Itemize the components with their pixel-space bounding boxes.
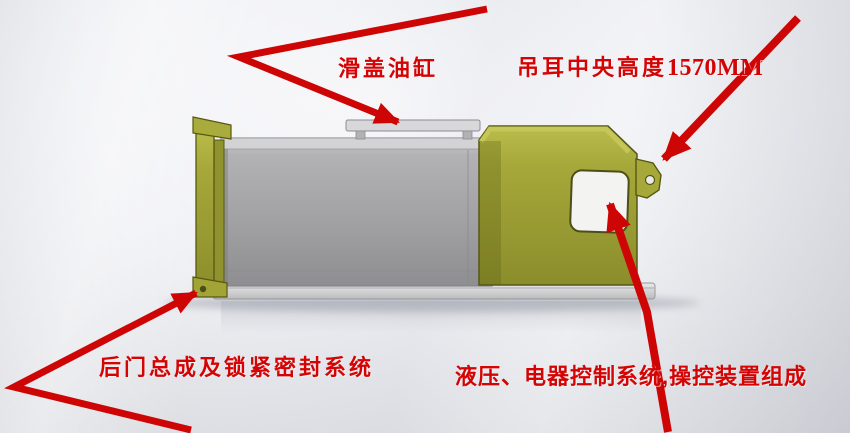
rail-support-right xyxy=(462,130,473,140)
rear-door-post xyxy=(195,127,215,293)
container-top-rail xyxy=(220,137,493,150)
arrow-rear-door-leader xyxy=(4,289,198,433)
rear-bottom-bracket-pin xyxy=(199,285,207,293)
label-slide-cylinder: 滑盖油缸 xyxy=(338,56,439,81)
front-housing-left-shade xyxy=(479,141,501,285)
label-hydraulic: 液压、电器控制系统,操控装置组成 xyxy=(455,364,808,389)
rear-bottom-bracket xyxy=(192,276,228,298)
machine xyxy=(192,116,662,300)
lifting-lug-hole xyxy=(644,174,656,186)
rear-top-bracket xyxy=(192,116,232,140)
front-housing-top-highlight xyxy=(478,126,631,154)
arrow-lifting-lug-leader xyxy=(661,15,801,162)
arrow-slide-cylinder-leader xyxy=(226,5,488,126)
label-rear-door: 后门总成及锁紧密封系统 xyxy=(99,355,375,380)
rail-support-left xyxy=(355,130,366,140)
annotation-arrows xyxy=(4,5,801,433)
arrow-hydraulic-leader xyxy=(606,201,672,433)
label-lifting-lug: 吊耳中央高度1570MM xyxy=(517,50,763,82)
label-lifting-lug-text: 吊耳中央高度 xyxy=(517,55,668,80)
slide-cover-rail xyxy=(345,119,481,132)
ground-reflection xyxy=(221,301,641,333)
label-lifting-lug-value: 1570MM xyxy=(667,55,764,81)
container-body xyxy=(220,137,493,287)
